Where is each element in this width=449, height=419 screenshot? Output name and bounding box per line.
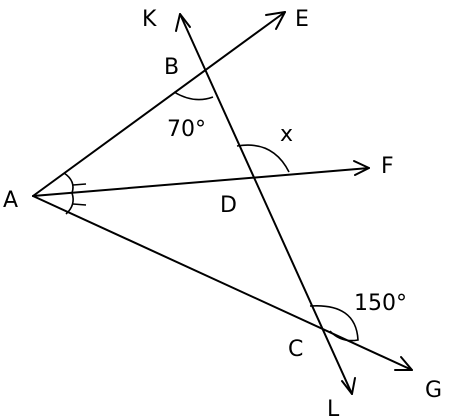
label-angle-70: 70° <box>167 117 206 142</box>
label-angle-150: 150° <box>354 291 407 316</box>
angle-arc-A-lower <box>65 192 74 215</box>
angle-arc-x <box>236 144 290 173</box>
angle-tick-A-upper <box>72 183 87 186</box>
label-point-L: L <box>327 397 340 419</box>
ray-AF <box>32 167 370 197</box>
label-point-A: A <box>3 188 18 213</box>
angle-arc-A-upper <box>63 172 74 194</box>
angle-arc-C <box>309 305 359 342</box>
arrowhead-L <box>341 377 356 395</box>
angle-arc-B <box>173 91 214 101</box>
label-angle-x: x <box>280 122 293 147</box>
label-point-K: K <box>142 7 157 32</box>
label-point-F: F <box>381 154 394 179</box>
label-point-E: E <box>295 7 309 32</box>
arrowhead-E <box>265 11 286 30</box>
arrowhead-G <box>394 356 413 371</box>
arrowhead-K <box>175 13 191 32</box>
label-point-G: G <box>425 378 442 403</box>
label-point-D: D <box>220 193 237 218</box>
arrowhead-F <box>353 160 370 176</box>
label-point-C: C <box>288 337 303 362</box>
label-point-B: B <box>164 55 179 80</box>
line-KL <box>179 13 353 395</box>
ray-AE <box>32 11 286 197</box>
angle-tick-A-lower <box>72 203 87 206</box>
ray-AG <box>32 195 413 371</box>
